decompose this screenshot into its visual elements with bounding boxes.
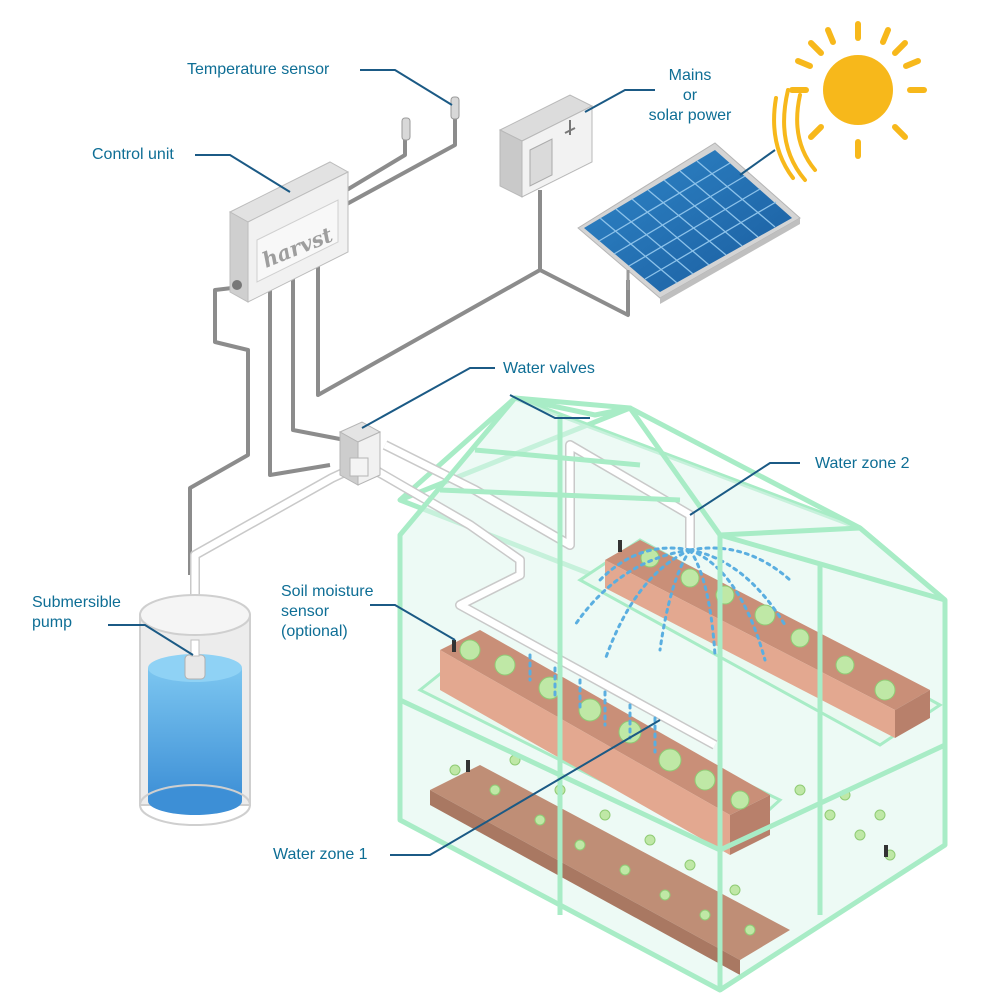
mains-label-line-2: or <box>682 87 698 104</box>
soil-label-line-2: sensor <box>281 603 330 620</box>
water-valves-icon <box>338 421 382 486</box>
submersible-pump-icon <box>184 639 206 680</box>
water-spray <box>528 546 792 754</box>
submersible-label-line-1: Submersible <box>32 594 121 611</box>
water-tank <box>139 594 251 826</box>
wall-socket-icon <box>498 94 594 198</box>
sun-icon <box>772 21 927 182</box>
soil-label-line-1: Soil moisture <box>281 583 374 600</box>
control-unit-label: Control unit <box>92 146 174 163</box>
submersible-pump-label: Submersible pump <box>32 593 121 633</box>
temperature-sensor-icon <box>401 96 460 141</box>
water-zone-1-label: Water zone 1 <box>273 846 368 863</box>
soil-label-line-3: (optional) <box>281 623 348 640</box>
soil-moisture-sensor-icon <box>452 540 888 857</box>
mains-or-solar-label: Mains or solar power <box>630 66 750 126</box>
soil-moisture-sensor-label: Soil moisture sensor (optional) <box>281 582 373 642</box>
mains-label-line-3: solar power <box>648 107 732 124</box>
water-zone-2-label: Water zone 2 <box>815 455 910 472</box>
solar-panel-icon <box>577 142 801 304</box>
submersible-label-line-2: pump <box>32 614 73 631</box>
plants <box>449 548 896 936</box>
water-valves-label: Water valves <box>503 360 595 377</box>
leader-lines <box>108 69 800 856</box>
temperature-sensor-label: Temperature sensor <box>187 61 330 78</box>
control-unit-box: harvst <box>228 161 350 303</box>
mains-label-line-1: Mains <box>668 67 712 84</box>
ground-planter-bed <box>430 765 790 975</box>
